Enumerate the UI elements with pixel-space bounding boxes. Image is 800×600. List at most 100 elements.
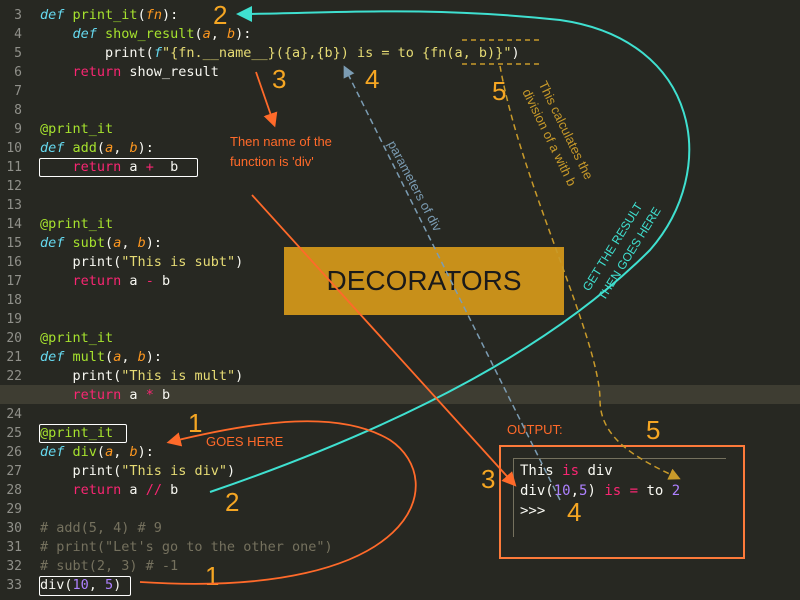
punct: , <box>113 444 130 460</box>
code-line[interactable]: return a + b <box>40 158 179 177</box>
highlight-box <box>39 576 131 596</box>
line-number: 14 <box>6 217 22 232</box>
line-number: 29 <box>6 502 22 517</box>
line-number: 12 <box>6 179 22 194</box>
param: fn <box>145 7 162 23</box>
function-name: div <box>72 444 97 460</box>
punct: , <box>121 349 138 365</box>
line-number: 24 <box>6 407 22 422</box>
step-number-2: 2 <box>213 0 228 30</box>
punct: ) <box>511 45 520 61</box>
annotation-then-name: Then name of the function is 'div' <box>230 134 332 169</box>
punct: ) <box>226 463 236 479</box>
identifier: b <box>153 273 171 289</box>
function-name: show_result <box>105 26 195 42</box>
step-number-2: 2 <box>225 487 240 517</box>
console-operator: = <box>629 483 639 499</box>
comment-line[interactable]: # add(5, 4) # 9 <box>40 520 162 536</box>
code-line[interactable]: return a // b <box>40 481 179 500</box>
decorator: @print_it <box>40 425 114 441</box>
string-literal: "This is subt" <box>121 254 236 270</box>
code-line[interactable]: def div(a, b): <box>40 443 154 462</box>
line-number: 9 <box>14 122 22 137</box>
punct: ( <box>105 235 114 251</box>
line-number: 11 <box>6 160 22 175</box>
code-line[interactable]: print("This is div") <box>40 462 236 481</box>
decorator: @print_it <box>40 216 114 232</box>
punct: ) <box>235 254 244 270</box>
comment-line[interactable]: # print("Let's go to the other one") <box>40 539 333 555</box>
operator: + <box>145 159 154 175</box>
string-literal: "{fn.__name__}({a},{b}) is = to {fn(a, b… <box>161 45 512 61</box>
code-line[interactable]: @print_it <box>40 120 113 139</box>
identifier: b <box>153 387 171 403</box>
line-number: 20 <box>6 331 22 346</box>
title-banner: DECORATORS <box>284 247 564 315</box>
highlight-box <box>39 424 127 443</box>
output-label: OUTPUT: <box>507 422 563 437</box>
string-literal: "This is div" <box>121 463 227 479</box>
punct: ( <box>96 140 106 156</box>
identifier: a <box>121 159 146 175</box>
console-text: to <box>638 483 672 499</box>
banner-text: DECORATORS <box>326 265 522 296</box>
line-number: 5 <box>14 46 22 61</box>
param: b <box>137 235 146 251</box>
builtin-call: print( <box>72 254 122 270</box>
line-number: 27 <box>6 464 22 479</box>
identifier: a <box>121 482 146 498</box>
line-number: 8 <box>14 103 22 118</box>
decorator: @print_it <box>40 330 114 346</box>
function-call: div( <box>40 577 73 593</box>
param: b <box>137 349 146 365</box>
code-line[interactable]: @print_it <box>40 215 113 234</box>
line-number: 18 <box>6 293 22 308</box>
line-number: 7 <box>14 84 22 99</box>
step-number-5: 5 <box>646 415 661 445</box>
annotation-goes-here: GOES HERE <box>206 434 284 449</box>
code-line[interactable]: def mult(a, b): <box>40 348 162 367</box>
keyword: def <box>40 444 65 460</box>
param: a <box>113 235 122 251</box>
identifier: a <box>121 387 146 403</box>
line-number: 6 <box>14 65 22 80</box>
console-prompt[interactable]: >>> <box>520 503 546 519</box>
line-number: 3 <box>14 8 22 23</box>
keyword: def <box>40 140 65 156</box>
punct: ( <box>96 444 106 460</box>
code-line[interactable]: @print_it <box>40 424 113 443</box>
comment-line[interactable]: # subt(2, 3) # -1 <box>40 558 179 574</box>
punct: ( <box>137 7 146 23</box>
code-line[interactable]: def print_it(fn): <box>40 6 178 25</box>
identifier: b <box>153 159 179 175</box>
builtin-call: print( <box>105 45 154 61</box>
step-number-1: 1 <box>188 408 203 438</box>
function-name: add <box>72 140 97 156</box>
code-line[interactable]: print("This is mult") <box>40 367 244 386</box>
console-line: This is div <box>520 461 613 481</box>
function-name: subt <box>72 235 106 251</box>
code-line[interactable]: return a * b <box>40 386 171 405</box>
code-line[interactable]: @print_it <box>40 329 113 348</box>
line-number: 32 <box>6 559 22 574</box>
code-line[interactable]: div(10, 5) <box>40 576 121 595</box>
param: b <box>227 26 236 42</box>
punct: , <box>121 235 138 251</box>
punct: ): <box>137 444 154 460</box>
keyword-return: return <box>72 273 122 289</box>
code-line[interactable]: print("This is subt") <box>40 253 244 272</box>
punct: ) <box>235 368 244 384</box>
code-line[interactable]: return a - b <box>40 272 171 291</box>
line-number: 13 <box>6 198 22 213</box>
keyword-return: return <box>72 387 122 403</box>
code-line[interactable]: print(f"{fn.__name__}({a},{b}) is = to {… <box>40 44 520 63</box>
line-number: 33 <box>6 578 22 593</box>
param: b <box>129 444 138 460</box>
decorator: @print_it <box>40 121 114 137</box>
identifier: a <box>121 273 146 289</box>
code-line[interactable]: def subt(a, b): <box>40 234 162 253</box>
code-line[interactable]: return show_result <box>40 63 219 82</box>
param: a <box>113 349 122 365</box>
code-line[interactable]: def add(a, b): <box>40 139 154 158</box>
console-operator: is <box>604 483 622 499</box>
